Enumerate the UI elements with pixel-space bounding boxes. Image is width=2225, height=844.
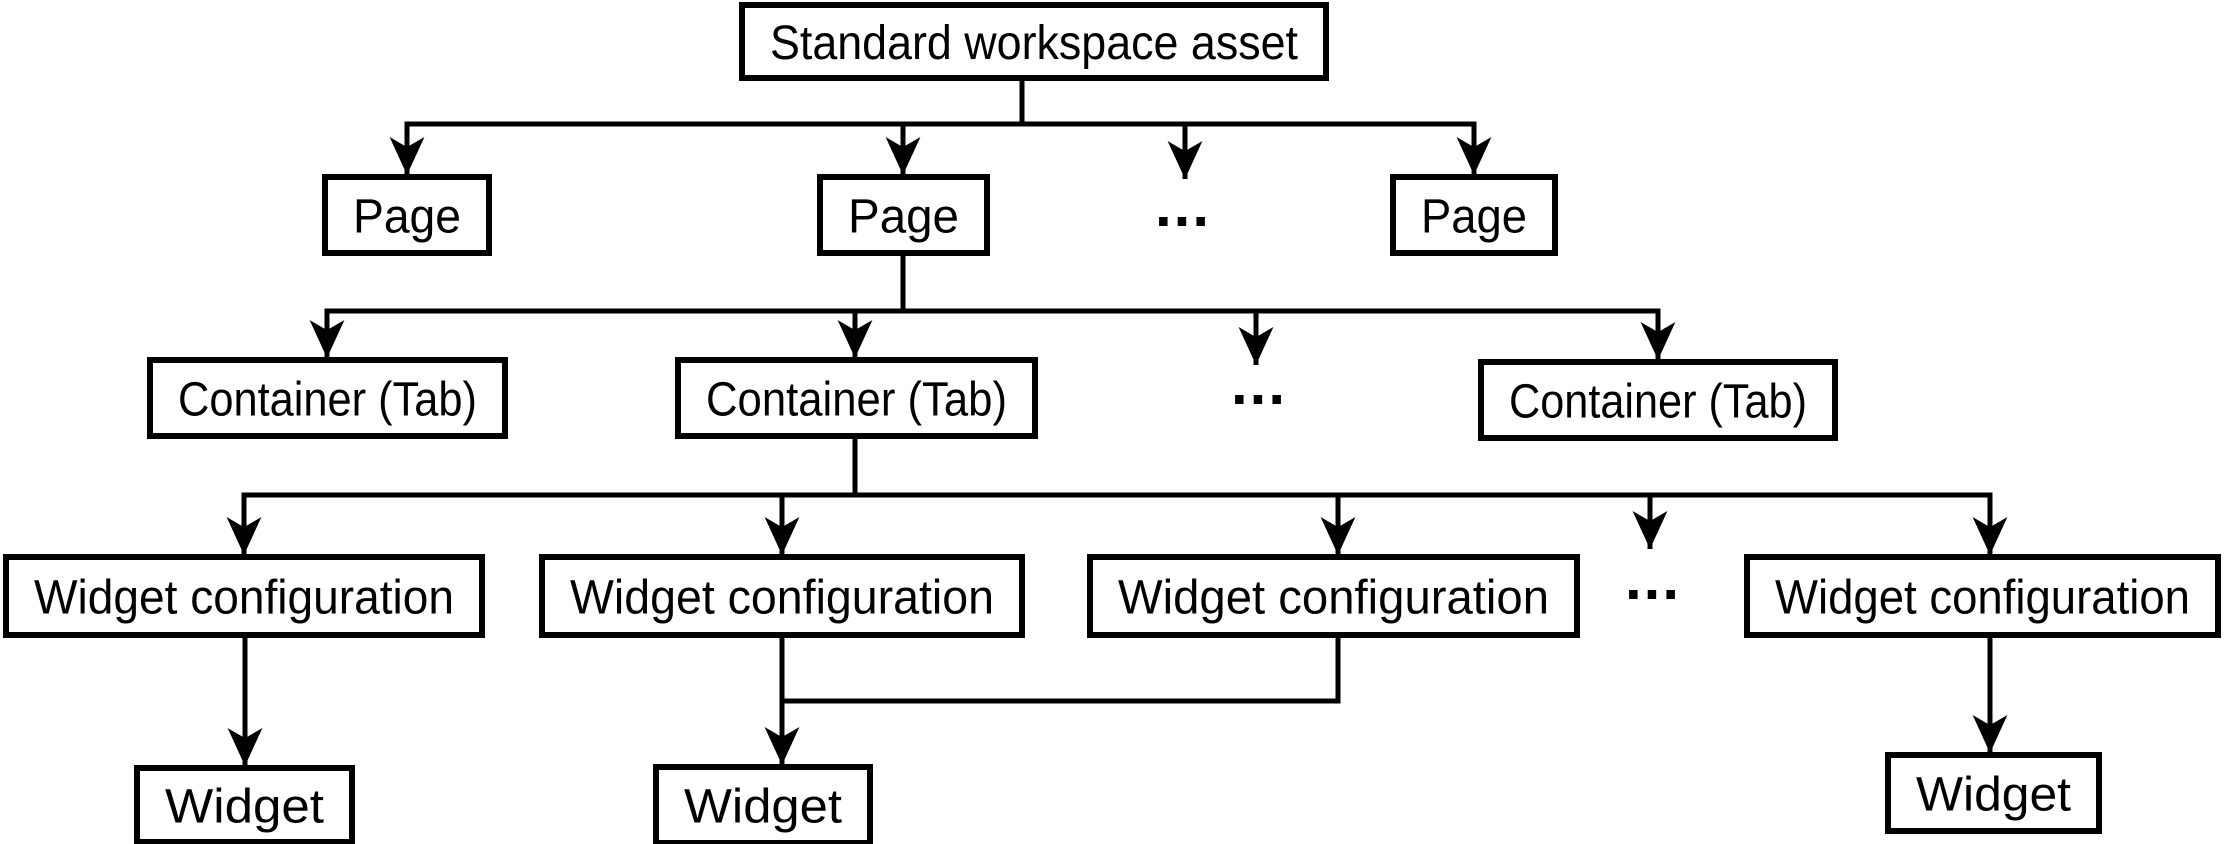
- node-label: Widget configuration: [570, 572, 994, 625]
- node-box: [1478, 359, 1838, 441]
- node-box: [539, 554, 1025, 638]
- node-box: [3, 554, 485, 638]
- node-box: [1885, 752, 2102, 834]
- node-label: Widget: [684, 781, 842, 834]
- node-widget-config-4: Widget configuration: [1744, 554, 2221, 638]
- node-label: Container (Tab): [1509, 376, 1807, 429]
- node-page-3: Page: [1390, 174, 1558, 256]
- node-label: Page: [1421, 191, 1527, 244]
- node-label: Container (Tab): [178, 374, 477, 427]
- node-label: Widget: [165, 781, 324, 834]
- node-container-tab-2: Container (Tab): [675, 357, 1038, 439]
- node-widget-1: Widget: [134, 765, 355, 844]
- node-widget-config-1: Widget configuration: [3, 554, 485, 638]
- ellipsis-widget-configs: ...: [1625, 545, 1681, 612]
- node-label: Container (Tab): [706, 374, 1007, 427]
- node-box: [739, 2, 1329, 81]
- node-container-tab-3: Container (Tab): [1478, 359, 1838, 441]
- node-label: Page: [848, 191, 959, 244]
- node-box: [653, 764, 873, 844]
- node-box: [675, 357, 1038, 439]
- node-box: [322, 174, 492, 256]
- node-widget-2: Widget: [653, 764, 873, 844]
- node-widget-3: Widget: [1885, 752, 2102, 834]
- node-label: Widget configuration: [34, 572, 454, 625]
- node-box: [817, 174, 990, 256]
- ellipsis-layer: .........: [1155, 172, 1681, 612]
- node-box: [134, 765, 355, 844]
- node-container-tab-1: Container (Tab): [147, 357, 508, 439]
- node-widget-config-2: Widget configuration: [539, 554, 1025, 638]
- node-page-1: Page: [322, 174, 492, 256]
- node-label: Widget: [1916, 769, 2071, 822]
- node-box: [1087, 554, 1580, 638]
- node-page-2: Page: [817, 174, 990, 256]
- node-label: Standard workspace asset: [770, 17, 1298, 70]
- ellipsis-containers: ...: [1231, 350, 1287, 417]
- connectors-layer: [226, 75, 2008, 766]
- node-box: [1390, 174, 1558, 256]
- node-widget-config-3: Widget configuration: [1087, 554, 1580, 638]
- node-box: [1744, 554, 2221, 638]
- ellipsis-pages: ...: [1155, 172, 1211, 239]
- node-label: Widget configuration: [1118, 572, 1549, 625]
- node-label: Page: [353, 191, 461, 244]
- node-box: [147, 357, 508, 439]
- node-label: Widget configuration: [1775, 572, 2190, 625]
- widget-config-3-join: [781, 632, 1341, 704]
- node-root: Standard workspace asset: [739, 2, 1329, 81]
